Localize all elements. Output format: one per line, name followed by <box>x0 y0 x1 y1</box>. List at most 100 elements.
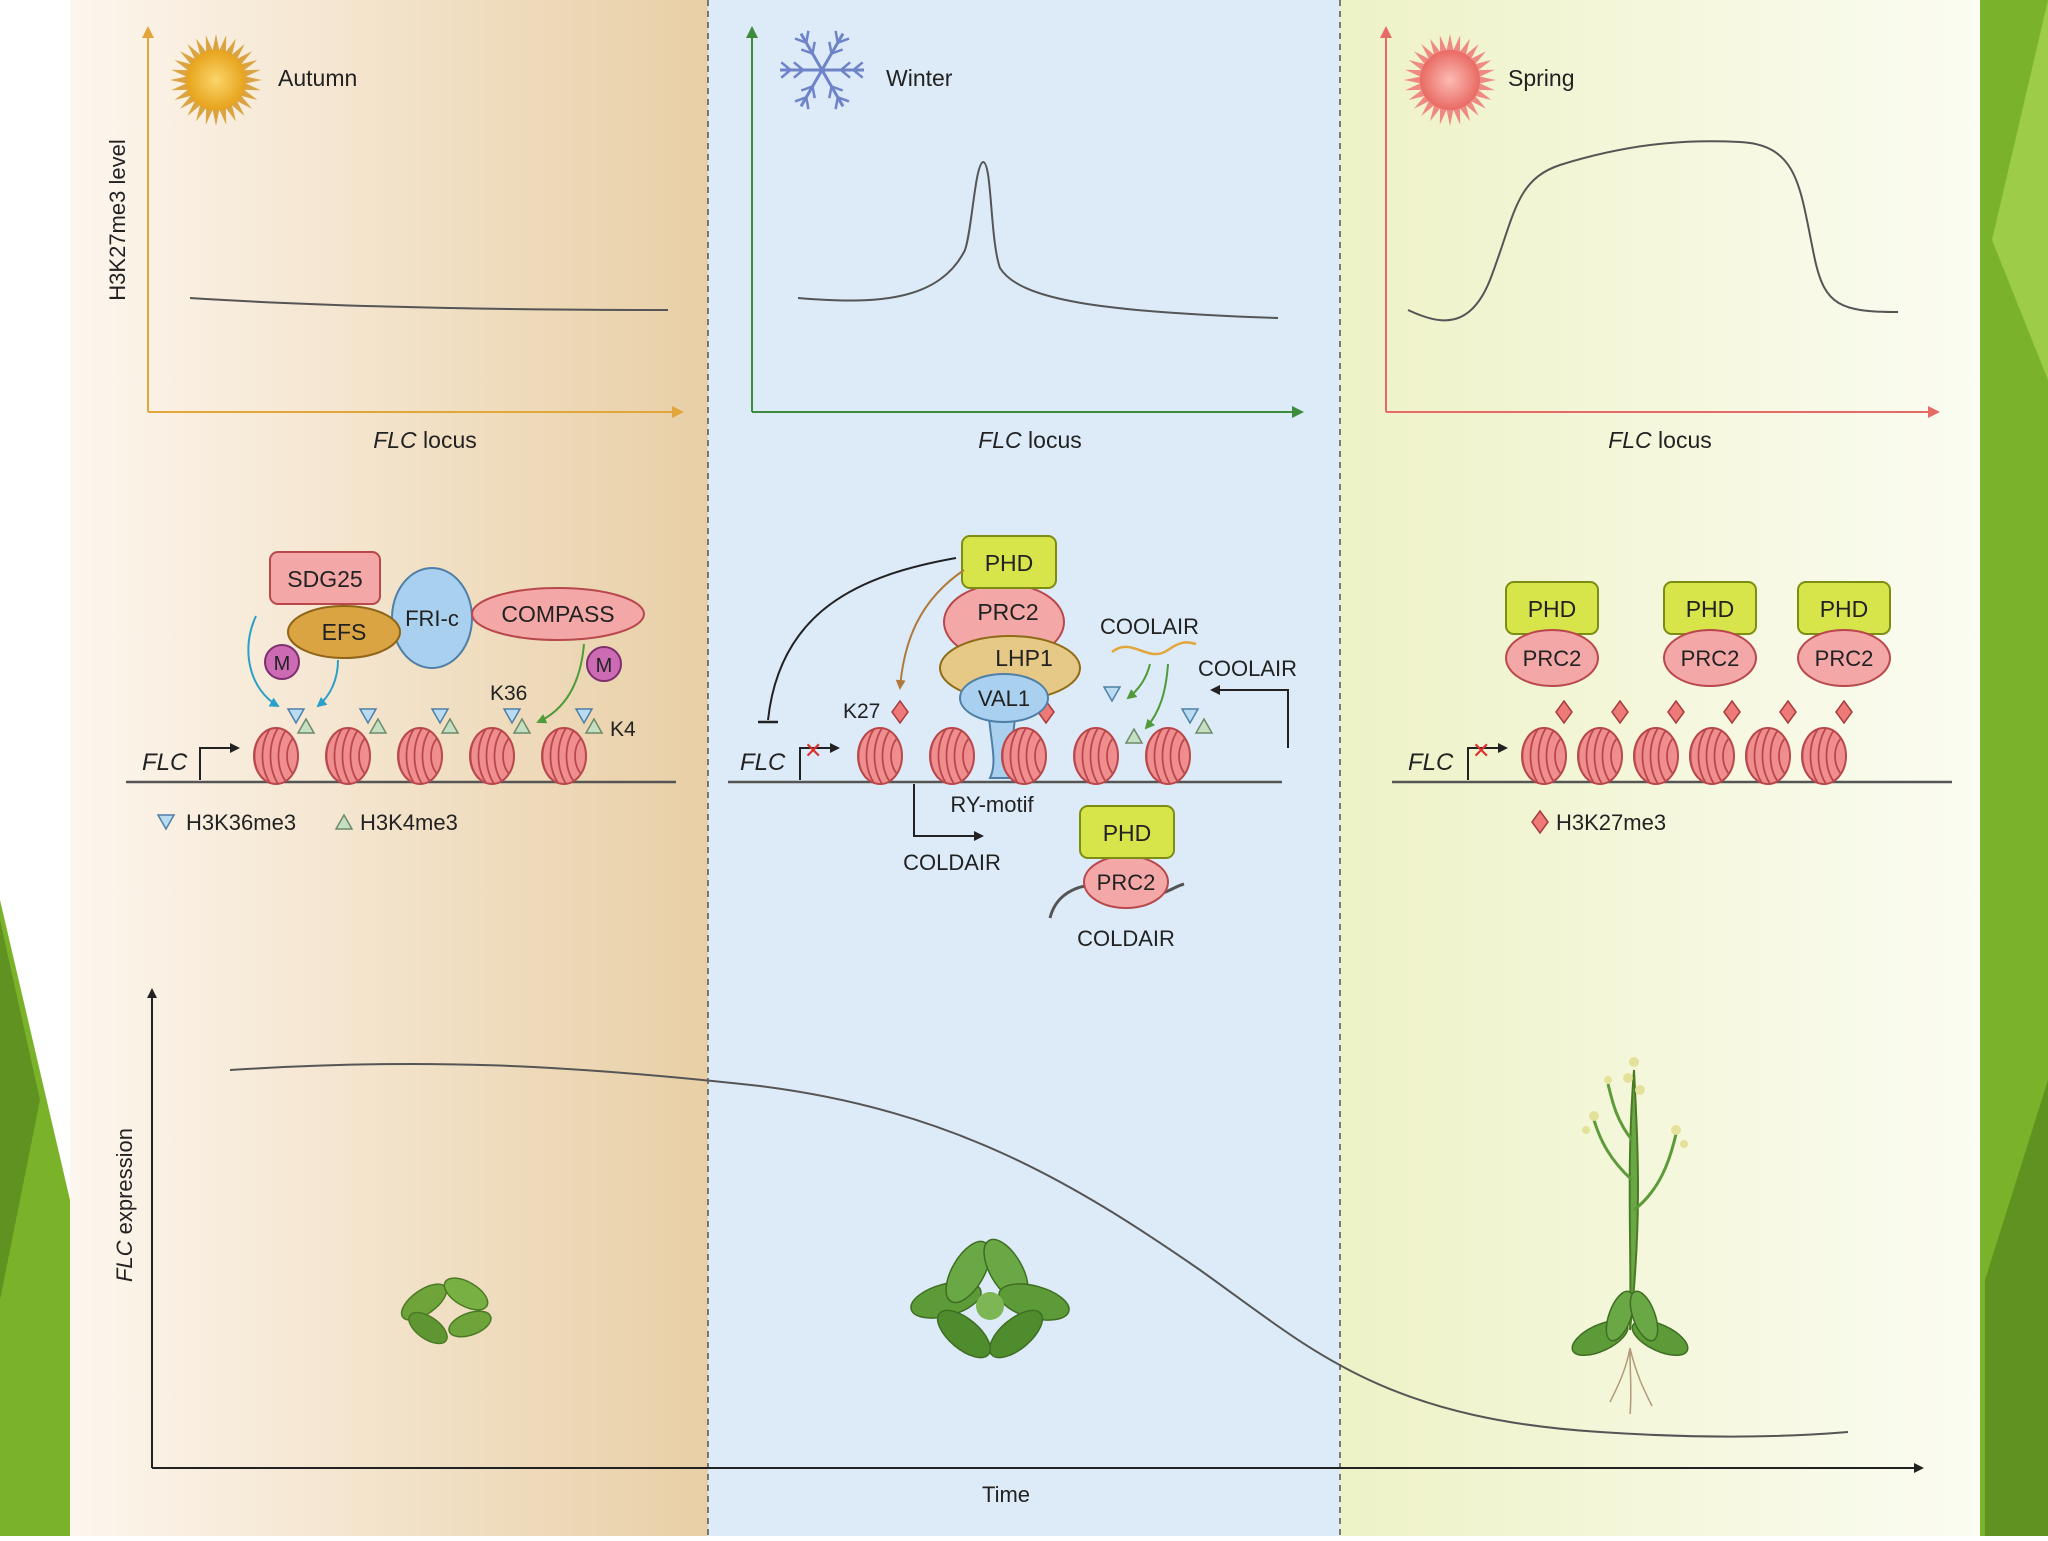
phd-label: PHD <box>985 550 1034 576</box>
methyl-group <box>586 646 622 682</box>
green-frame-left-shade <box>0 920 40 1300</box>
prc2-label: PRC2 <box>1097 870 1156 895</box>
h3k27me3-curve <box>1407 140 1899 322</box>
autumn-panel <box>70 0 708 1536</box>
legend-h3k36me3: H3K36me3 <box>186 810 296 835</box>
transcription-blocked-icon: ✕ <box>1472 738 1490 763</box>
methyl-group <box>264 644 300 680</box>
prc2-complex <box>1797 629 1891 687</box>
coolair-antisense-arrow <box>1210 685 1289 748</box>
flc-gene-label: FLC <box>142 749 188 776</box>
season-label-winter: Winter <box>886 65 953 91</box>
coldair-label: COLDAIR <box>903 850 1001 875</box>
nucleosome <box>397 727 443 785</box>
efs-complex <box>287 605 401 659</box>
nucleosome <box>1145 727 1191 785</box>
efs-label: EFS <box>322 619 367 645</box>
h3k27me3-curve <box>797 160 1279 319</box>
coolair-antisense-label: COOLAIR <box>1198 656 1297 681</box>
nucleosome <box>1577 727 1623 785</box>
flc-expression-curve <box>229 1062 1849 1438</box>
y-axis-label: H3K27me3 level <box>105 139 130 300</box>
nucleosome <box>1689 727 1735 785</box>
sdg25-complex <box>269 551 381 605</box>
season-label-autumn: Autumn <box>278 65 357 91</box>
flowering-plant-icon <box>1571 1057 1689 1415</box>
x-axis-label: FLC locus <box>373 427 477 453</box>
val1-label: VAL1 <box>978 686 1030 711</box>
phd-label: PHD <box>1528 596 1577 622</box>
winter-h3k27me3-chart: FLC locus Winter <box>746 26 1304 453</box>
phd-label: PHD <box>1820 596 1869 622</box>
val1-protein <box>959 673 1049 723</box>
nucleosome <box>1521 727 1567 785</box>
nucleosome <box>325 727 371 785</box>
k36-label: K36 <box>490 682 527 705</box>
tss-arrow <box>799 743 840 780</box>
transcription-blocked-icon: ✕ <box>804 738 822 763</box>
x-axis-label: Time <box>982 1482 1030 1507</box>
repression-arrow <box>767 557 957 721</box>
x-axis-label: FLC locus <box>978 427 1082 453</box>
compass-label: COMPASS <box>501 601 614 627</box>
tss-arrow <box>1467 743 1508 780</box>
nucleosome <box>541 727 587 785</box>
methyl-label: M <box>274 653 291 675</box>
h3k27me3-curve <box>189 297 669 311</box>
ry-motif-label: RY-motif <box>950 792 1034 817</box>
spring-mechanism: ✕ FLC PHD PRC2 PHD PRC2 PHD PRC2 H3K27me… <box>1392 581 1952 835</box>
coolair-arrow <box>1126 663 1151 700</box>
green-frame-right-shade <box>1992 0 2048 380</box>
y-axis-label: FLC expression <box>112 1128 137 1282</box>
x-axis-label: FLC locus <box>1608 427 1712 453</box>
k27-label: K27 <box>843 700 880 723</box>
flc-gene-label: FLC <box>1408 749 1454 776</box>
prc2-complex <box>1505 629 1599 687</box>
nucleosome <box>857 727 903 785</box>
transfer-arrow <box>536 643 585 724</box>
transfer-arrow <box>247 615 280 707</box>
compass-complex <box>471 587 645 641</box>
prc2-complex <box>1663 629 1757 687</box>
legend-h3k27me3: H3K27me3 <box>1556 810 1666 835</box>
phd-label: PHD <box>1103 820 1152 846</box>
k4-label: K4 <box>610 718 636 741</box>
flc-expression-chart: FLC expression Time <box>112 988 1924 1507</box>
sdg25-label: SDG25 <box>287 566 362 592</box>
prc2-label: PRC2 <box>1523 646 1582 671</box>
tss-arrow <box>199 743 240 780</box>
coolair-arrow <box>1144 663 1169 730</box>
coolair-rna <box>1111 641 1197 656</box>
legend-h3k4me3: H3K4me3 <box>360 810 458 835</box>
methyl-label: M <box>596 655 613 677</box>
sun-icon <box>1404 34 1496 126</box>
fri-c-label: FRI-c <box>405 606 459 631</box>
spring-h3k27me3-chart: FLC locus Spring <box>1380 26 1940 453</box>
autumn-mechanism: FLC K36 K4 SDG25 FRI-c EFS COMPASS M M <box>126 551 676 835</box>
prc2-label: PRC2 <box>1681 646 1740 671</box>
prc2-label: PRC2 <box>977 599 1038 625</box>
rosette-plant-icon <box>910 1238 1070 1359</box>
winter-mechanism: ✕ FLC K27 PRC2 PHD LHP1 VAL1 COOLAIR COO… <box>728 535 1297 951</box>
nucleosome <box>1073 727 1119 785</box>
nucleosome <box>469 727 515 785</box>
phd-protein <box>961 535 1057 589</box>
nucleosome <box>929 727 975 785</box>
coldair-rna-label: COLDAIR <box>1077 926 1175 951</box>
seedling-icon <box>400 1277 492 1345</box>
sun-icon <box>170 34 262 126</box>
prc2-label: PRC2 <box>1815 646 1874 671</box>
nucleosome <box>253 727 299 785</box>
transfer-arrow <box>316 659 339 708</box>
season-label-spring: Spring <box>1508 65 1574 91</box>
coldair-sense-arrow <box>913 784 984 841</box>
snowflake-icon <box>780 30 864 110</box>
flc-gene-label: FLC <box>740 749 786 776</box>
phd-label: PHD <box>1686 596 1735 622</box>
green-frame-right-shade <box>1985 1080 2048 1536</box>
lhp1-label: LHP1 <box>995 645 1053 671</box>
nucleosome <box>1001 727 1047 785</box>
phd-protein <box>1079 805 1175 859</box>
